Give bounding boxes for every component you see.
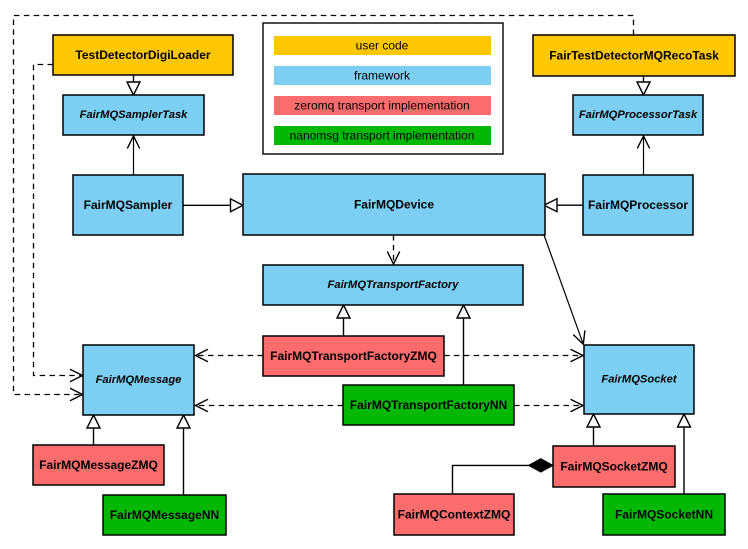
svg-text:FairMQMessageZMQ: FairMQMessageZMQ <box>39 458 158 472</box>
svg-text:FairMQContextZMQ: FairMQContextZMQ <box>398 508 511 522</box>
svg-text:FairMQMessageNN: FairMQMessageNN <box>110 508 219 522</box>
svg-text:FairMQProcessor: FairMQProcessor <box>588 198 688 212</box>
svg-text:FairMQSampler: FairMQSampler <box>84 198 173 212</box>
svg-text:FairMQSocketNN: FairMQSocketNN <box>615 508 713 522</box>
svg-text:FairTestDetectorMQRecoTask: FairTestDetectorMQRecoTask <box>549 49 719 63</box>
svg-text:FairMQProcessorTask: FairMQProcessorTask <box>579 109 698 121</box>
svg-text:FairMQDevice: FairMQDevice <box>354 198 434 212</box>
svg-text:FairMQSamplerTask: FairMQSamplerTask <box>80 109 189 121</box>
svg-text:TestDetectorDigiLoader: TestDetectorDigiLoader <box>75 48 210 62</box>
svg-text:nanomsg transport implementati: nanomsg transport implementation <box>290 129 475 143</box>
svg-text:FairMQTransportFactoryNN: FairMQTransportFactoryNN <box>350 398 507 412</box>
svg-text:framework: framework <box>354 69 411 83</box>
svg-text:FairMQTransportFactoryZMQ: FairMQTransportFactoryZMQ <box>270 349 437 363</box>
svg-text:FairMQTransportFactory: FairMQTransportFactory <box>328 279 460 291</box>
svg-text:FairMQSocket: FairMQSocket <box>601 374 678 386</box>
svg-text:FairMQMessage: FairMQMessage <box>96 374 182 386</box>
svg-text:zeromq transport implementatio: zeromq transport implementation <box>294 99 469 113</box>
svg-text:FairMQSocketZMQ: FairMQSocketZMQ <box>560 460 667 474</box>
svg-text:user code: user code <box>356 39 409 53</box>
